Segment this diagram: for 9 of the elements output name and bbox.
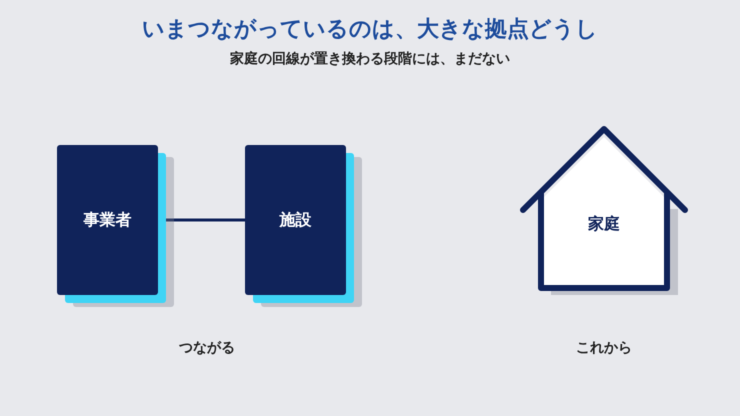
title: いまつながっているのは、大きな拠点どうし [142,16,598,44]
node-label: 事業者 [84,210,132,230]
node-label: 家庭 [588,214,620,234]
node-label: 施設 [280,210,312,230]
note-label: つながる [179,340,235,356]
subtitle: 家庭の回線が置き換わる段階には、まだない [230,50,510,68]
facility-card [245,145,346,295]
facility-card [57,145,158,295]
note-label: これから [576,340,632,356]
